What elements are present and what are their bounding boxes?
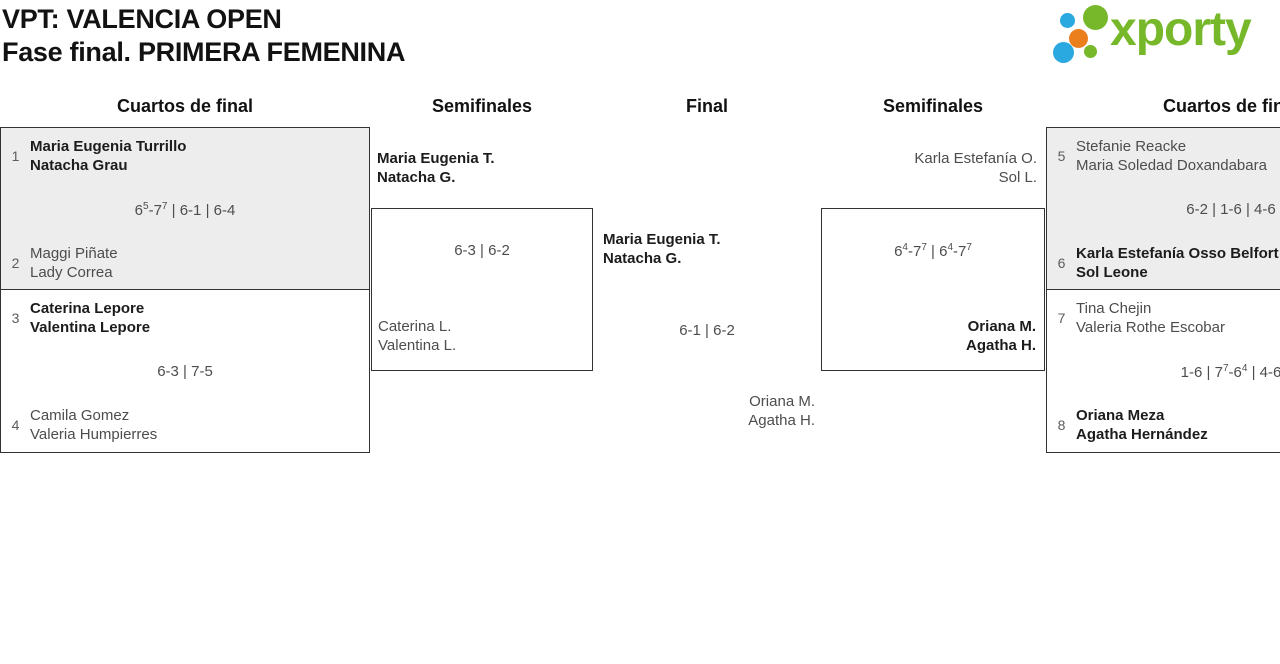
team-name: Oriana Meza Agatha Hernández <box>1076 407 1208 443</box>
sf-left-loser-name: Caterina L. Valentina L. <box>378 318 457 354</box>
team-name: Maggi Piñate Lady Correa <box>30 245 118 281</box>
sf-right-loser-name: Karla Estefanía O. Sol L. <box>914 150 1037 186</box>
seed-number: 1 <box>11 148 20 164</box>
team-name: Tina Chejin Valeria Rothe Escobar <box>1076 300 1225 336</box>
seed-number: 5 <box>1057 148 1066 164</box>
team-slot: 1 Maria Eugenia Turrillo Natacha Grau <box>9 137 187 175</box>
logo-dot-orange <box>1069 29 1088 48</box>
logo-dot-green-small <box>1084 45 1097 58</box>
match-qf-4: 7 Tina Chejin Valeria Rothe Escobar 1-6 … <box>1046 289 1280 453</box>
seed-number: 7 <box>1057 310 1066 326</box>
match-qf-1: 1 Maria Eugenia Turrillo Natacha Grau 65… <box>0 127 370 290</box>
page-title: VPT: VALENCIA OPEN Fase final. PRIMERA F… <box>2 3 405 69</box>
round-header-qf-right: Cuartos de final <box>1162 96 1280 116</box>
team-slot: 6 Karla Estefanía Osso Belfort Sol Leone <box>1055 244 1279 282</box>
match-sf-left: 6-3 | 6-2 Caterina L. Valentina L. <box>371 208 593 371</box>
team-slot: 2 Maggi Piñate Lady Correa <box>9 244 118 282</box>
match-score: 1-6 | 77-64 | 4-6 <box>1180 363 1280 381</box>
final-runnerup-name: Oriana M. Agatha H. <box>748 393 815 429</box>
logo-dot-green-large <box>1083 5 1108 30</box>
match-score: 64-77 | 64-77 <box>894 242 972 260</box>
team-name: Stefanie Reacke Maria Soledad Doxandabar… <box>1076 138 1267 174</box>
match-score: 6-2 | 1-6 | 4-6 <box>1186 201 1276 218</box>
team-name: Karla Estefanía Osso Belfort Sol Leone <box>1076 245 1279 281</box>
team-name: Maria Eugenia Turrillo Natacha Grau <box>30 138 187 174</box>
match-score: 65-77 | 6-1 | 6-4 <box>134 201 236 219</box>
match-sf-right: 64-77 | 64-77 Oriana M. Agatha H. <box>821 208 1045 371</box>
team-slot: 5 Stefanie Reacke Maria Soledad Doxandab… <box>1055 137 1267 175</box>
team-slot: 3 Caterina Lepore Valentina Lepore <box>9 299 150 337</box>
team-slot: 4 Camila Gomez Valeria Humpierres <box>9 406 158 444</box>
team-slot: 7 Tina Chejin Valeria Rothe Escobar <box>1055 299 1225 337</box>
match-score: 6-3 | 7-5 <box>157 363 213 380</box>
logo-dot-blue-large <box>1053 42 1074 63</box>
team-name: Camila Gomez Valeria Humpierres <box>30 407 158 443</box>
match-qf-2: 3 Caterina Lepore Valentina Lepore 6-3 |… <box>0 289 370 453</box>
final-winner-name: Maria Eugenia T. Natacha G. <box>603 231 721 267</box>
seed-number: 8 <box>1057 417 1066 433</box>
round-header-sf-right: Semifinales <box>882 96 984 116</box>
seed-number: 6 <box>1057 255 1066 271</box>
phase-name: Fase final. PRIMERA FEMENINA <box>2 37 406 67</box>
team-name: Caterina Lepore Valentina Lepore <box>30 300 151 336</box>
sf-right-winner-name: Oriana M. Agatha H. <box>965 318 1036 354</box>
logo-dot-blue-small <box>1060 13 1075 28</box>
seed-number: 2 <box>11 255 20 271</box>
match-score: 6-3 | 6-2 <box>454 242 510 259</box>
round-header-sf-left: Semifinales <box>431 96 533 116</box>
round-header-qf-left: Cuartos de final <box>116 96 254 116</box>
seed-number: 3 <box>11 310 20 326</box>
team-slot: 8 Oriana Meza Agatha Hernández <box>1055 406 1208 444</box>
tournament-name: VPT: VALENCIA OPEN <box>2 4 282 34</box>
seed-number: 4 <box>11 417 20 433</box>
match-qf-3: 5 Stefanie Reacke Maria Soledad Doxandab… <box>1046 127 1280 290</box>
round-header-final: Final <box>685 96 728 116</box>
final-score: 6-1 | 6-2 <box>679 322 735 339</box>
logo-wordmark: xporty <box>1110 3 1252 56</box>
sf-left-winner-name: Maria Eugenia T. Natacha G. <box>377 150 495 186</box>
